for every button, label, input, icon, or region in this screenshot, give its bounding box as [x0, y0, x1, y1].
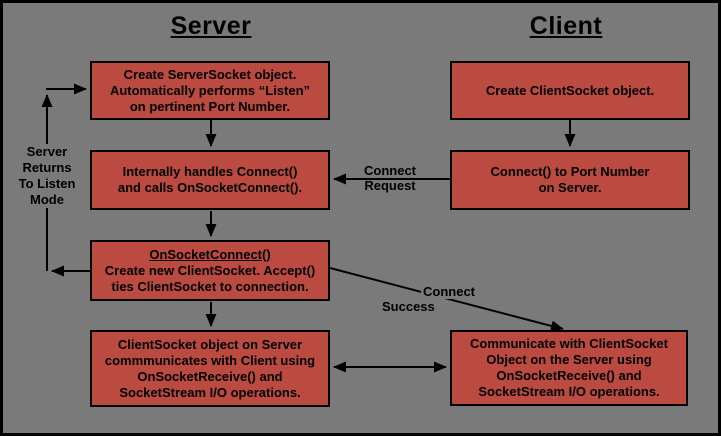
box-internally-handles-connect: Internally handles Connect() and calls O…: [90, 150, 330, 210]
label-connect-success-word2: Success: [380, 299, 437, 314]
box-connect-to-port: Connect() to Port Number on Server.: [450, 150, 690, 210]
label-connect-success-word1: Connect: [421, 284, 477, 299]
box-text-line: on pertinent Port Number.: [129, 98, 291, 114]
box-text-line: Object on the Server using: [486, 352, 652, 367]
label-text-line: Returns: [22, 160, 72, 175]
client-column-title: Client: [529, 12, 603, 40]
box-create-serversocket: Create ServerSocket object. Automaticall…: [90, 61, 330, 120]
label-connect-request: Connect Request: [355, 163, 425, 193]
box-text-line: commmunicates with Client using: [104, 352, 316, 368]
box-client-communicates: Communicate with ClientSocket Object on …: [450, 330, 688, 406]
label-text-line: Request: [364, 178, 416, 193]
box-text-line: Create ClientSocket object.: [485, 82, 655, 98]
server-column-title: Server: [170, 12, 252, 40]
box-text-line: Create new ClientSocket. Accept(): [104, 262, 316, 278]
box-text-line: Connect() to Port Number: [490, 164, 650, 179]
box-text-line: Automatically performs “Listen”: [109, 82, 311, 98]
box-text-line: Create ServerSocket object.: [123, 66, 297, 82]
box-text-line: on Server.: [538, 180, 602, 195]
box-text-line: and calls OnSocketConnect().: [117, 180, 303, 195]
box-create-clientsocket: Create ClientSocket object.: [450, 61, 690, 120]
box-onsocketconnect: OnSocketConnect() Create new ClientSocke…: [90, 240, 330, 301]
box-text-line: Internally handles Connect(): [122, 164, 298, 179]
label-server-returns-to-listen-mode: Server Returns To Listen Mode: [11, 144, 83, 208]
box-text-line: OnSocketReceive() and: [496, 368, 642, 383]
box-text-line: SocketStream I/O operations.: [478, 384, 660, 399]
box-text-line: OnSocketReceive() and: [137, 368, 283, 384]
box-text-line: ties ClientSocket to connection.: [111, 278, 309, 294]
label-text-line: Server: [26, 144, 68, 159]
label-text-line: Mode: [30, 192, 64, 207]
box-text-line: SocketStream I/O operations.: [119, 384, 301, 400]
label-text-line: To Listen: [18, 176, 76, 191]
box-text-line: Communicate with ClientSocket: [470, 336, 668, 351]
label-text-line: Connect: [364, 163, 416, 178]
box-server-communicates: ClientSocket object on Server commmunica…: [90, 330, 330, 407]
box-title-onsocketconnect: OnSocketConnect(): [149, 246, 271, 262]
box-text-line: ClientSocket object on Server: [117, 336, 303, 352]
